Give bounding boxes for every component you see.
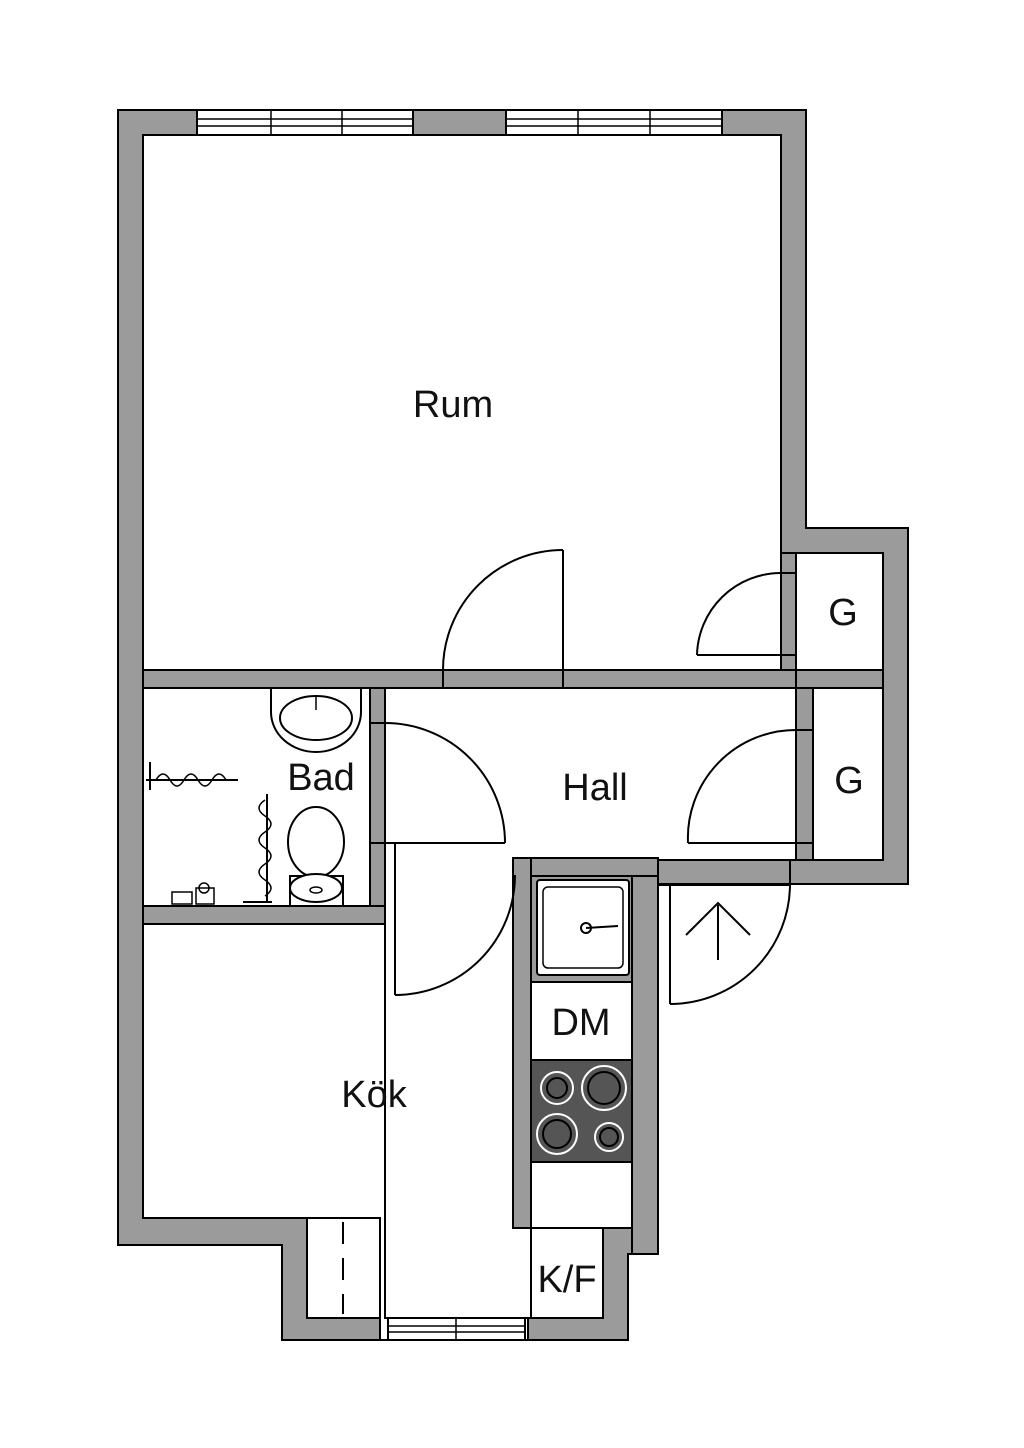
- partition-closet-upper-left-bottom: [780, 654, 797, 671]
- toilet-icon: [287, 806, 345, 907]
- room-rum-floor: [142, 134, 782, 671]
- wardrobe-icon: [306, 1217, 381, 1319]
- appliance-label-fridge: K/F: [537, 1259, 596, 1301]
- room-label-hall: Hall: [562, 767, 627, 809]
- window-top-right: [505, 109, 723, 136]
- stove-icon: [530, 1059, 633, 1163]
- room-label-kok: Kök: [341, 1074, 407, 1116]
- door-kok: [394, 843, 516, 996]
- kitchen-wall-top: [512, 857, 659, 877]
- partition-closet-upper-left-top: [780, 552, 797, 574]
- kitchen-wall-right: [631, 859, 659, 1255]
- window-top-left: [196, 109, 414, 136]
- wall-fillers: [142, 552, 884, 1255]
- entrance-wall-bottom: [657, 859, 791, 885]
- room-label-bad: Bad: [287, 757, 355, 799]
- room-kok-floor: [142, 923, 529, 1341]
- partition-rum-hall-left: [142, 669, 444, 689]
- kitchen-fixtures: [306, 879, 633, 1319]
- partition-closets: [795, 669, 884, 689]
- washbasin-icon: [270, 687, 362, 753]
- door-closet-upper: [696, 572, 782, 656]
- towel-rail-icon: [146, 762, 238, 790]
- room-label-closet-lower: G: [834, 760, 864, 802]
- bathroom-fixtures: [146, 687, 362, 907]
- floor-drain-icon: [171, 882, 215, 905]
- counter-box: [530, 1161, 633, 1229]
- partition-bad-right-top: [369, 687, 386, 724]
- partition-closet-lower-left-top: [795, 687, 814, 731]
- door-bad: [384, 722, 506, 844]
- appliance-label-dishwasher: DM: [551, 1002, 610, 1044]
- door-rum: [442, 549, 564, 671]
- doors: [384, 549, 797, 1005]
- sink-icon: [536, 879, 630, 976]
- room-labels: Rum Bad Hall Kök G G DM K/F: [287, 384, 864, 1301]
- partition-bad-kok: [142, 905, 386, 925]
- room-label-rum: Rum: [413, 384, 493, 426]
- window-kitchen: [387, 1317, 526, 1341]
- door-closet-lower: [686, 728, 797, 844]
- fridge-box: [530, 1227, 604, 1319]
- partition-rum-hall-right: [562, 669, 797, 689]
- closet-upper-floor: [795, 552, 884, 671]
- windows: [196, 109, 723, 1341]
- room-label-closet-upper: G: [828, 592, 858, 634]
- heated-rail-icon: [243, 794, 272, 903]
- kitchen-wall-left: [512, 857, 532, 1229]
- door-entrance: [658, 883, 791, 1005]
- partition-closet-lower-left-bottom: [795, 842, 814, 861]
